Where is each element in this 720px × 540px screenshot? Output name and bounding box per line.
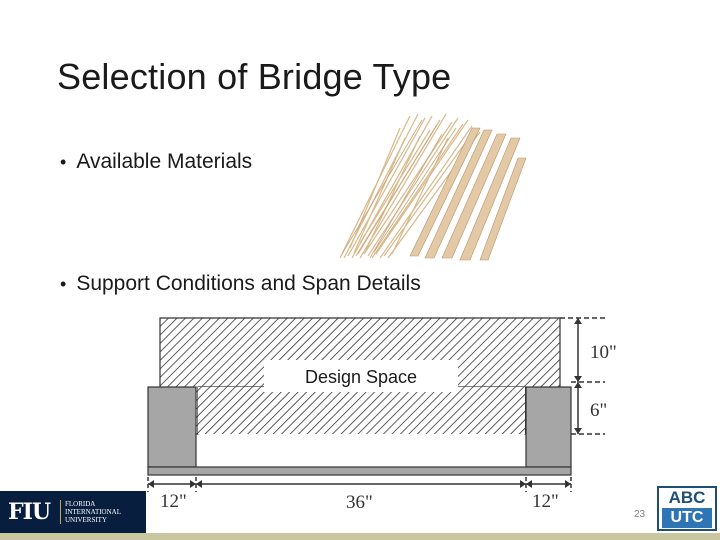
fiu-logo: FIU FLORIDA INTERNATIONAL UNIVERSITY	[0, 491, 146, 533]
dim-height-top: 10"	[590, 342, 617, 363]
footer-bar	[0, 533, 720, 540]
balsa-wood-sticks-image	[339, 113, 527, 261]
bullet-available-materials: • Available Materials	[60, 150, 252, 174]
bullet-support-conditions: • Support Conditions and Span Details	[60, 272, 421, 296]
bullet-dot: •	[60, 274, 67, 294]
design-space-region-lower	[198, 387, 525, 434]
dim-height-support: 6"	[590, 400, 607, 421]
design-space-label: Design Space	[305, 367, 417, 387]
abc-utc-logo: ABC UTC	[657, 486, 717, 531]
fiu-wordmark: FLORIDA INTERNATIONAL UNIVERSITY	[60, 500, 121, 524]
dim-span: 36"	[346, 492, 373, 513]
dim-right-support: 12"	[532, 491, 559, 512]
slide-title: Selection of Bridge Type	[57, 56, 452, 97]
bridge-span-diagram: Design Space 10" 6" 12" 36" 12"	[147, 317, 617, 513]
abc-logo-top: ABC	[668, 488, 706, 507]
bullet-dot: •	[60, 152, 67, 172]
right-support	[525, 386, 572, 468]
dim-left-support: 12"	[160, 491, 187, 512]
bullet-text: Available Materials	[76, 150, 253, 173]
fiu-mark: FIU	[8, 499, 51, 525]
base-slab	[147, 466, 572, 476]
page-number: 23	[634, 509, 646, 520]
abc-logo-bottom: UTC	[662, 508, 712, 528]
left-support	[147, 386, 197, 468]
bullet-text: Support Conditions and Span Details	[76, 272, 421, 295]
